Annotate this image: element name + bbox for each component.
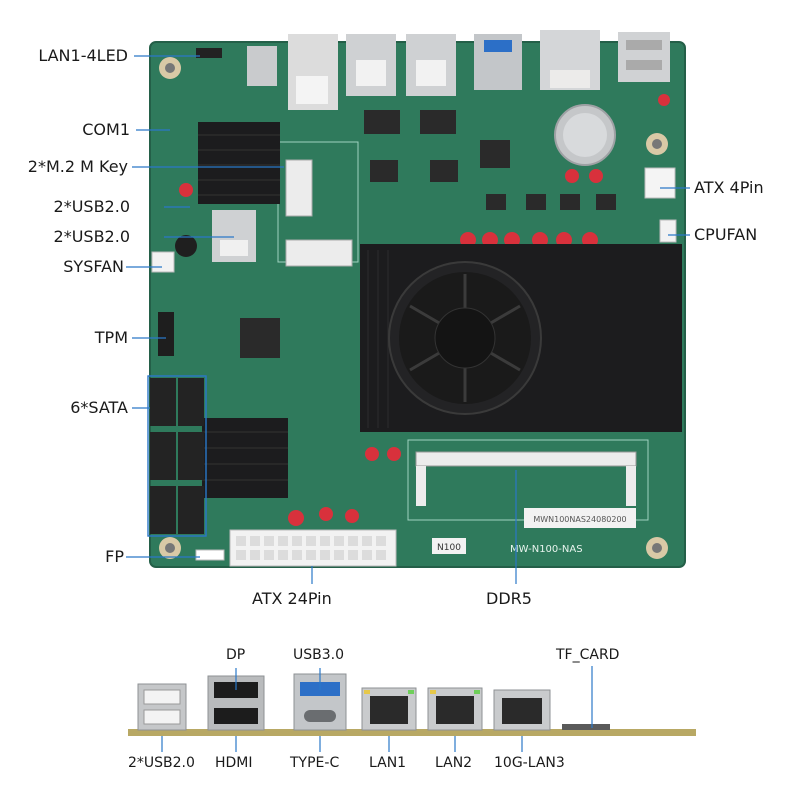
io-label-usb3: USB3.0 bbox=[293, 647, 345, 663]
io-label-lan2: LAN2 bbox=[435, 755, 473, 771]
label-sata: 6*SATA bbox=[70, 398, 128, 417]
m2-slots bbox=[277, 141, 359, 267]
io-label-tfcard: TF_CARD bbox=[556, 647, 620, 663]
io-label-dp: DP bbox=[226, 647, 246, 663]
io-leader-lines bbox=[161, 666, 593, 752]
label-com1: COM1 bbox=[82, 120, 130, 139]
label-atx-24pin: ATX 24Pin bbox=[252, 589, 332, 608]
serial-sticker: MWN100NAS24080200 bbox=[533, 515, 626, 524]
io-usb2-stack bbox=[137, 683, 187, 731]
label-atx-4pin: ATX 4Pin bbox=[694, 178, 764, 197]
io-label-typec: TYPE-C bbox=[290, 755, 340, 771]
io-tf-card-slot bbox=[562, 724, 610, 730]
label-m2: 2*M.2 M Key bbox=[27, 157, 128, 176]
cpu-cooler bbox=[360, 244, 682, 432]
ic-chips bbox=[240, 110, 616, 358]
leader-lines bbox=[126, 55, 690, 584]
heatsinks bbox=[198, 122, 288, 498]
io-label-lan1: LAN1 bbox=[369, 755, 407, 771]
label-lan-led: LAN1-4LED bbox=[38, 46, 128, 65]
mounting-holes bbox=[159, 57, 668, 559]
label-cpufan: CPUFAN bbox=[694, 225, 758, 244]
label-usb2-b: 2*USB2.0 bbox=[53, 227, 130, 246]
io-label-hdmi: HDMI bbox=[215, 755, 253, 771]
label-ddr5: DDR5 bbox=[486, 589, 532, 608]
cpufan-connector bbox=[659, 219, 677, 243]
atx-4pin-connector bbox=[644, 167, 676, 199]
label-fp: FP bbox=[105, 547, 124, 566]
io-usb3-typec-stack bbox=[293, 673, 347, 731]
label-usb2-a: 2*USB2.0 bbox=[53, 197, 130, 216]
io-label-usb2: 2*USB2.0 bbox=[128, 755, 195, 771]
io-lan2-port bbox=[427, 687, 483, 731]
sata-ports bbox=[150, 378, 204, 534]
label-tpm: TPM bbox=[94, 328, 128, 347]
label-sysfan: SYSFAN bbox=[63, 257, 124, 276]
io-label-lan3: 10G-LAN3 bbox=[494, 755, 565, 771]
io-lan1-port bbox=[361, 687, 417, 731]
rear-io-connectors bbox=[247, 30, 670, 110]
io-board-edge bbox=[128, 729, 696, 736]
cpu-tag: N100 bbox=[437, 543, 461, 553]
model-silkscreen: MW-N100-NAS bbox=[510, 544, 583, 555]
io-lan3-port bbox=[493, 689, 551, 731]
